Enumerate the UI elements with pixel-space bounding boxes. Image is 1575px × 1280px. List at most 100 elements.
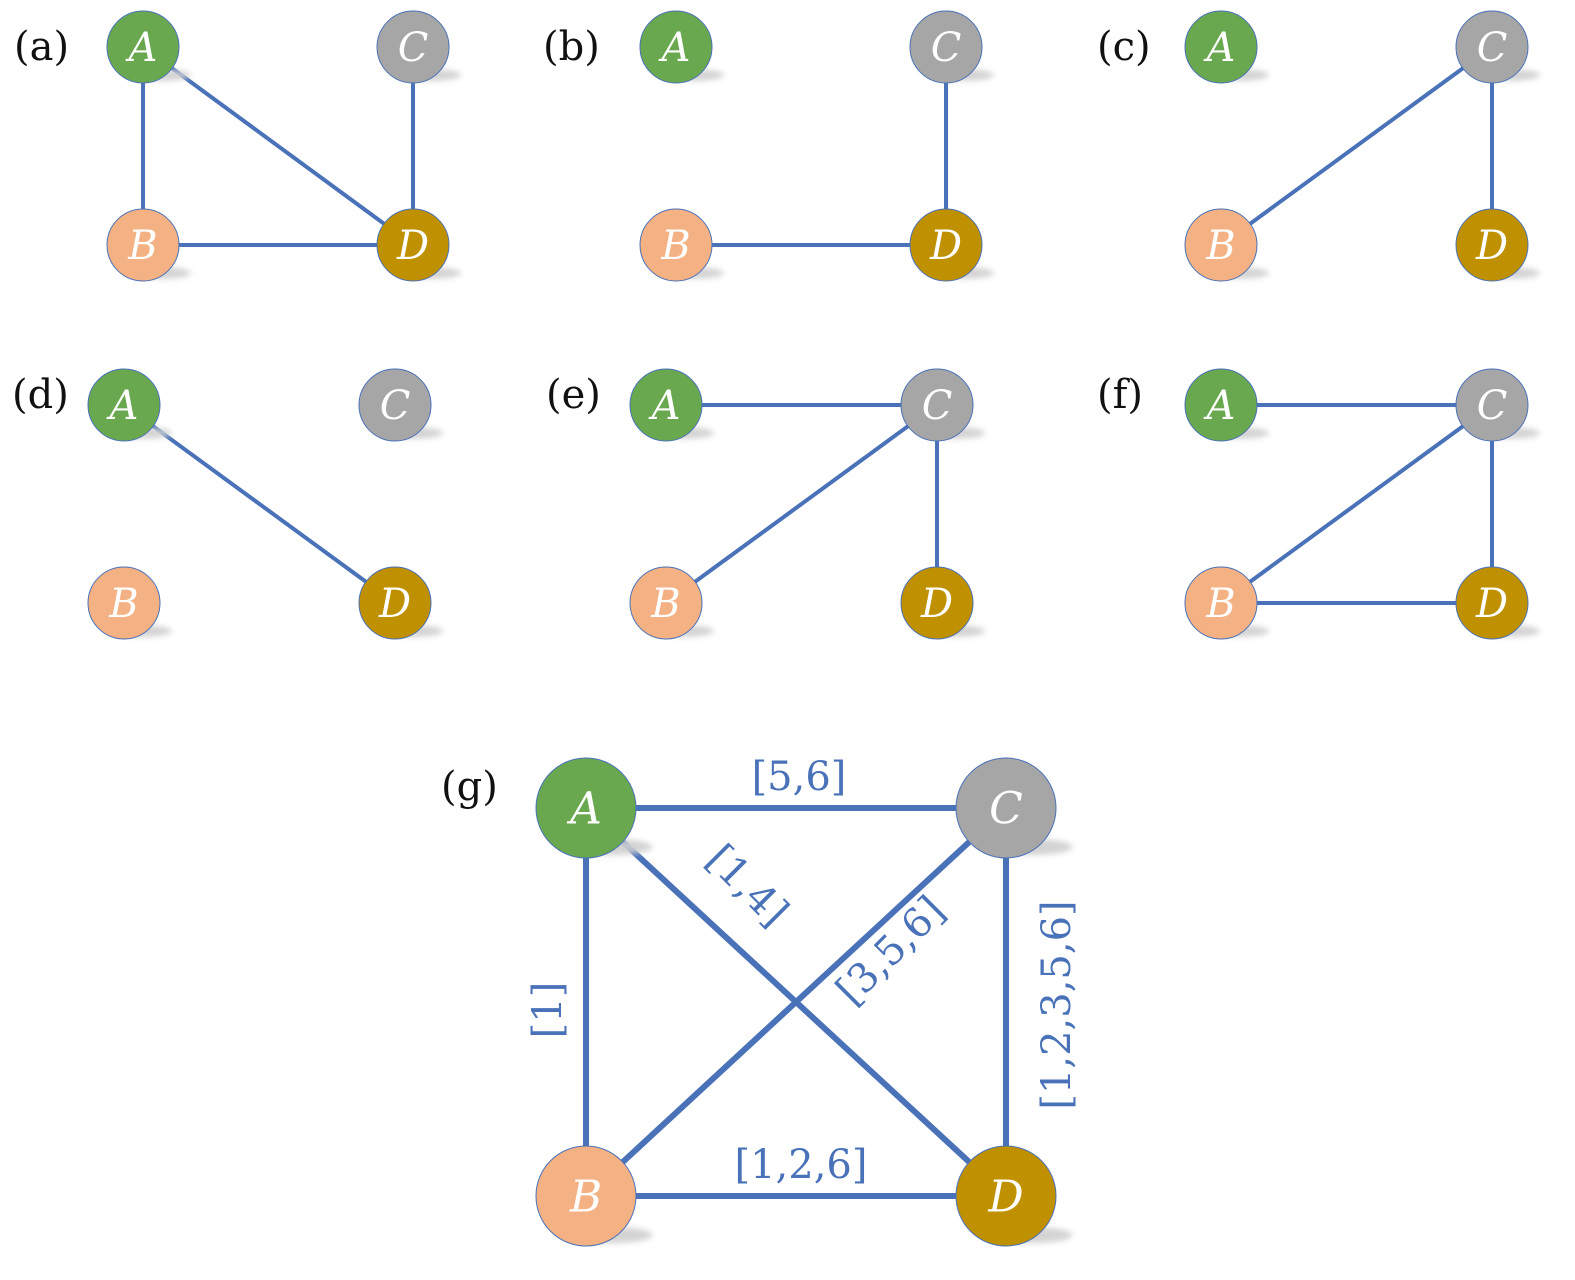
panel-d: (d) A B C D xyxy=(12,368,443,640)
node-label-C: C xyxy=(922,383,953,429)
panel-label-a: (a) xyxy=(14,24,69,70)
node-label-B: B xyxy=(650,581,680,627)
edge-label-AC: [5,6] xyxy=(752,754,847,800)
node-c-C: C xyxy=(1455,10,1540,84)
node-g-A: A xyxy=(535,757,653,859)
node-b-C: C xyxy=(909,10,994,84)
node-label-A: A xyxy=(648,383,681,429)
node-d-C: C xyxy=(358,368,443,442)
node-circle-B xyxy=(535,1145,637,1247)
node-f-C: C xyxy=(1455,368,1540,442)
node-label-C: C xyxy=(398,25,429,71)
node-label-D: D xyxy=(920,581,953,627)
node-e-C: C xyxy=(900,368,985,442)
node-label-B: B xyxy=(127,223,157,269)
node-circle-D xyxy=(376,208,450,282)
node-circle-A xyxy=(629,368,703,442)
node-circle-A xyxy=(535,757,637,859)
edge-label-BD: [1,2,6] xyxy=(735,1142,868,1188)
panel-g: (g)[5,6][1][1,4][3,5,6][1,2,3,5,6][1,2,6… xyxy=(441,754,1080,1247)
node-a-D: D xyxy=(376,208,461,282)
node-circle-A xyxy=(87,368,161,442)
node-c-D: D xyxy=(1455,208,1540,282)
node-label-B: B xyxy=(108,581,138,627)
node-c-A: A xyxy=(1184,10,1269,84)
node-label-A: A xyxy=(1203,25,1236,71)
node-e-A: A xyxy=(629,368,714,442)
node-circle-C xyxy=(1455,10,1529,84)
node-label-B: B xyxy=(1205,223,1235,269)
node-circle-C xyxy=(900,368,974,442)
node-circle-D xyxy=(1455,566,1529,640)
node-f-A: A xyxy=(1184,368,1269,442)
node-e-B: B xyxy=(629,566,714,640)
node-label-B: B xyxy=(660,223,690,269)
node-circle-D xyxy=(1455,208,1529,282)
node-circle-D xyxy=(955,1145,1057,1247)
edge-label-AB: [1] xyxy=(525,982,571,1039)
node-label-B: B xyxy=(1205,581,1235,627)
node-label-D: D xyxy=(987,1171,1023,1222)
panels-layer: (a)ABCD(b)ABCD(c)ABCD(d)ABCD(e)ABCD(f)AB… xyxy=(12,10,1540,1247)
node-circle-B xyxy=(87,566,161,640)
node-d-D: D xyxy=(358,566,443,640)
node-label-D: D xyxy=(929,223,962,269)
panel-label-f: (f) xyxy=(1097,372,1143,418)
node-a-C: C xyxy=(376,10,461,84)
node-circle-A xyxy=(106,10,180,84)
node-circle-C xyxy=(955,757,1057,859)
node-f-B: B xyxy=(1184,566,1269,640)
node-g-B: B xyxy=(535,1145,653,1247)
node-label-A: A xyxy=(1203,383,1236,429)
panel-label-b: (b) xyxy=(543,24,600,70)
node-d-B: B xyxy=(87,566,172,640)
node-label-A: A xyxy=(658,25,691,71)
node-circle-B xyxy=(629,566,703,640)
edge-a-AD xyxy=(141,45,415,247)
panel-c: (c) A B C D xyxy=(1097,10,1540,282)
edge-label-BC: [3,5,6] xyxy=(828,888,955,1015)
node-circle-A xyxy=(1184,368,1258,442)
node-circle-B xyxy=(1184,566,1258,640)
node-circle-B xyxy=(106,208,180,282)
node-e-D: D xyxy=(900,566,985,640)
node-f-D: D xyxy=(1455,566,1540,640)
node-label-A: A xyxy=(106,383,139,429)
panel-a: (a) A B C D xyxy=(14,10,461,282)
node-label-C: C xyxy=(1477,383,1508,429)
node-g-C: C xyxy=(955,757,1073,859)
node-label-C: C xyxy=(989,783,1023,834)
node-label-A: A xyxy=(125,25,158,71)
edge-d-AD xyxy=(122,403,397,605)
edge-g-BC xyxy=(583,805,1009,1199)
node-label-C: C xyxy=(931,25,962,71)
node-circle-B xyxy=(639,208,713,282)
node-label-D: D xyxy=(1475,223,1508,269)
node-circle-C xyxy=(376,10,450,84)
edge-c-BC xyxy=(1219,45,1494,247)
node-label-D: D xyxy=(378,581,411,627)
node-label-C: C xyxy=(380,383,411,429)
node-circle-D xyxy=(909,208,983,282)
node-g-D: D xyxy=(955,1145,1073,1247)
node-circle-B xyxy=(1184,208,1258,282)
node-label-B: B xyxy=(569,1171,602,1222)
panel-label-g: (g) xyxy=(441,764,498,810)
panel-label-d: (d) xyxy=(12,372,69,418)
panel-label-c: (c) xyxy=(1097,24,1151,70)
node-circle-D xyxy=(358,566,432,640)
edge-label-CD: [1,2,3,5,6] xyxy=(1034,900,1080,1109)
node-label-C: C xyxy=(1477,25,1508,71)
node-b-A: A xyxy=(639,10,724,84)
node-a-A: A xyxy=(106,10,191,84)
node-circle-A xyxy=(639,10,713,84)
node-b-B: B xyxy=(639,208,724,282)
edge-e-BC xyxy=(664,403,939,605)
node-label-D: D xyxy=(396,223,429,269)
node-c-B: B xyxy=(1184,208,1269,282)
node-label-D: D xyxy=(1475,581,1508,627)
node-d-A: A xyxy=(87,368,172,442)
node-circle-D xyxy=(900,566,974,640)
